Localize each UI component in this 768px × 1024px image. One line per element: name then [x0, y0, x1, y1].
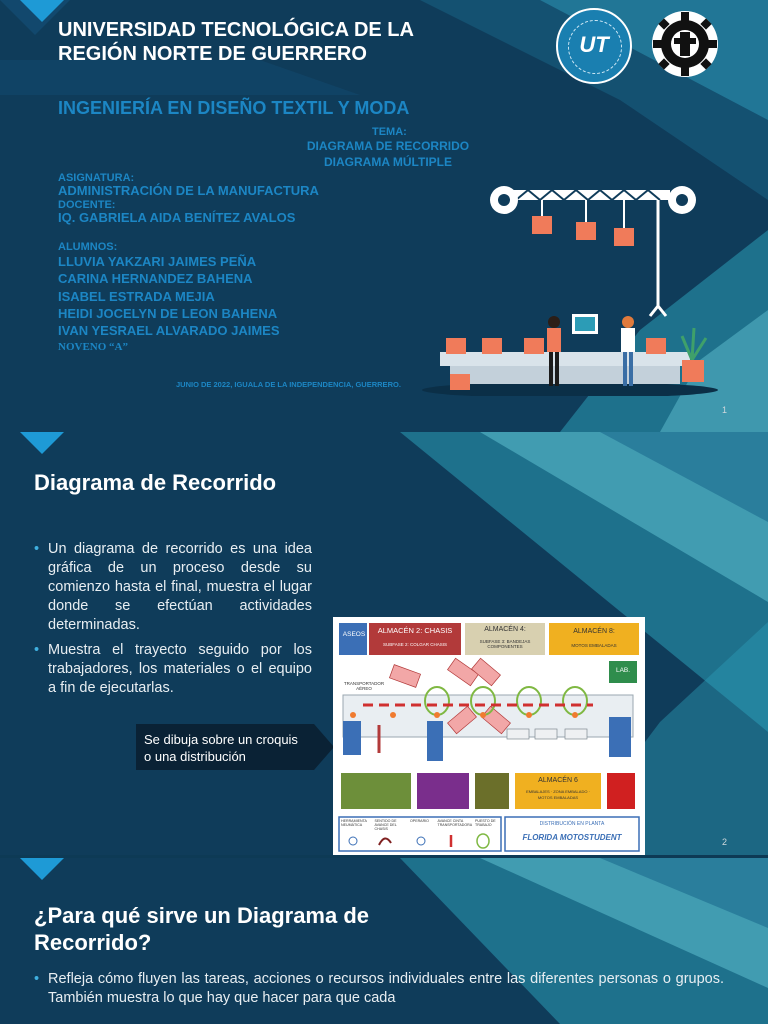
page-number: 1 — [722, 405, 728, 415]
ut-logo-text: UT — [579, 32, 609, 57]
legend-item: HERRAMIENTA NEUMÁTICA — [341, 819, 367, 827]
fecha: JUNIO DE 2022, IGUALA DE LA INDEPENDENCI… — [176, 380, 401, 389]
legend-item: AVANCE CINTA TRANSPORTADORA — [437, 819, 473, 827]
plan-alm8-sub: MOTOS EMBALADAS — [571, 643, 617, 648]
plan-almacen6-sub: EMBALAJES · ZONA EMBALADO · MOTOS EMBALA… — [526, 789, 590, 800]
corner-triangle — [20, 0, 64, 22]
alumno-item: CARINA HERNANDEZ BAHENA — [58, 271, 253, 287]
legend-item: SENTIDO DE AVANCE DEL CHASIS — [374, 819, 397, 831]
slide-title: Diagrama de Recorrido — [34, 470, 277, 495]
corner-triangle — [20, 432, 64, 454]
plan-transportador-label: TRANSPORTADOR AÉREO — [343, 681, 385, 691]
docente-value: IQ. GABRIELA AIDA BENÍTEZ AVALOS — [58, 210, 296, 225]
plan-alm8-label: ALMACÉN 8: — [573, 628, 615, 635]
plan-alm2-sub: SUBFASE 2: COLGAR CHASIS — [382, 642, 448, 647]
legend-item: PUESTO DE TRABAJO — [475, 819, 496, 827]
page-number: 2 — [722, 837, 728, 847]
tema-label: TEMA: — [372, 126, 407, 138]
ut-logo: UT — [556, 8, 632, 84]
bullet-item: Un diagrama de recorrido es una idea grá… — [34, 540, 312, 635]
plan-alm4-sub: SUBFASE 3: BANDEJAS COMPONENTES — [479, 639, 531, 649]
bullet-list: Refleja cómo fluyen las tareas, acciones… — [34, 970, 734, 1014]
gear-logo — [650, 8, 720, 80]
asignatura-label: ASIGNATURA: — [58, 172, 135, 184]
docente-label: DOCENTE: — [58, 199, 116, 211]
callout-box: Se dibuja sobre un croquis o una distrib… — [136, 724, 336, 770]
slide-1: UNIVERSIDAD TECNOLÓGICA DE LA REGIÓN NOR… — [0, 0, 768, 432]
alumno-item: ISABEL ESTRADA MEJIA — [58, 288, 215, 304]
slide-2: Diagrama de Recorrido Un diagrama de rec… — [0, 432, 768, 855]
legend-item: OPERARIO — [410, 819, 429, 823]
slide-2-background — [400, 432, 768, 855]
alumno-item: HEIDI JOCELYN DE LEON BAHENA — [58, 305, 278, 321]
alumnos-list: LLUVIA YAKZARI JAIMES PEÑA CARINA HERNAN… — [58, 253, 280, 339]
plan-aseos-label: ASEOS — [342, 631, 366, 638]
gear-right-icon — [668, 186, 696, 214]
plan-distribucion-label: DISTRIBUCIÓN EN PLANTA — [539, 821, 605, 827]
bullet-item: Muestra el trayecto seguido por los trab… — [34, 641, 312, 698]
asignatura-value: ADMINISTRACIÓN DE LA MANUFACTURA — [58, 183, 319, 198]
plan-florida-label: FLORIDA MOTOSTUDENT — [522, 833, 622, 842]
university-name: UNIVERSIDAD TECNOLÓGICA DE LA REGIÓN NOR… — [58, 19, 414, 65]
plan-almacen6-label: ALMACÉN 6 — [538, 777, 578, 784]
grupo: NOVENO “A” — [58, 341, 128, 353]
slide-title: ¿Para qué sirve un Diagrama de Recorrido… — [34, 903, 370, 955]
plant-layout-diagram: ASEOS ALMACÉN 2: CHASIS SUBFASE 2: COLGA… — [333, 617, 645, 855]
alumno-item: IVAN YESRAEL ALVARADO JAIMES — [58, 323, 280, 339]
factory-illustration — [422, 186, 718, 396]
tema-lines: DIAGRAMA DE RECORRIDO DIAGRAMA MÚLTIPLE — [306, 139, 470, 169]
alumno-item: LLUVIA YAKZARI JAIMES PEÑA — [58, 254, 257, 269]
slide-1-background — [0, 0, 768, 432]
program-name: INGENIERÍA EN DISEÑO TEXTIL Y MODA — [58, 98, 410, 118]
bullet-item: Refleja cómo fluyen las tareas, acciones… — [34, 970, 724, 1008]
bullet-list: Un diagrama de recorrido es una idea grá… — [34, 540, 312, 704]
plan-lab-label: LAB. — [615, 667, 631, 674]
plan-legend: HERRAMIENTA NEUMÁTICA SENTIDO DE AVANCE … — [341, 819, 499, 831]
alumnos-label: ALUMNOS: — [58, 241, 118, 253]
callout-line: o una distribución — [144, 749, 246, 764]
corner-triangle — [20, 858, 64, 880]
callout-line: Se dibuja sobre un croquis — [144, 732, 298, 747]
slide-3: ¿Para qué sirve un Diagrama de Recorrido… — [0, 858, 768, 1024]
plan-alm2-label: ALMACÉN 2: CHASIS — [377, 626, 453, 635]
gear-left-icon — [490, 186, 518, 214]
plan-alm4-label: ALMACÉN 4: — [484, 626, 526, 633]
